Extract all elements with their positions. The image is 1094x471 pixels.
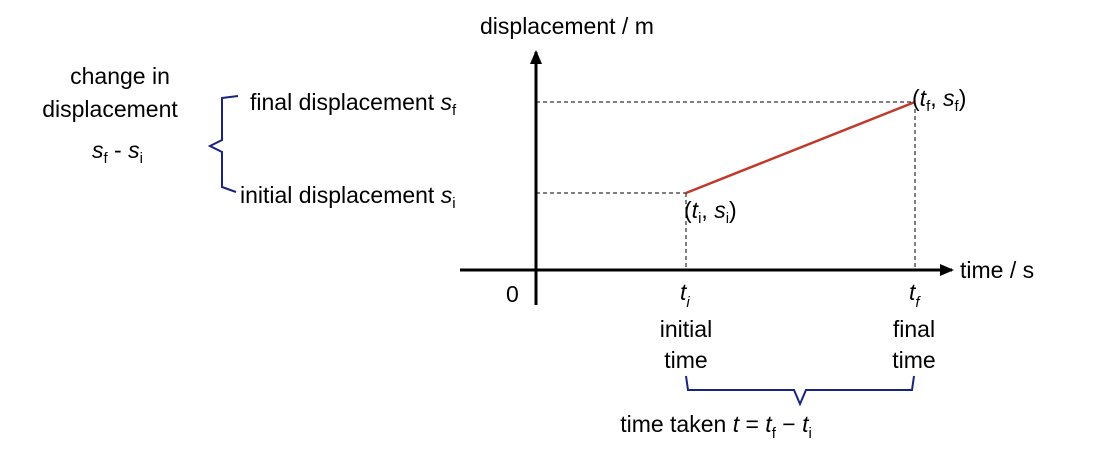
initial-displacement-label: initial displacement si: [240, 182, 456, 212]
tick-initial-time-line1: initial: [660, 316, 712, 342]
final-displacement-label: final displacement sf: [250, 89, 457, 119]
change-label-line1: change in: [70, 63, 170, 89]
tick-final-time-line1: final: [893, 316, 935, 342]
tick-initial-time-line2: time: [664, 347, 707, 373]
tick-initial-time-symbol: ti: [680, 279, 690, 311]
time-taken-label: time taken t = tf − ti: [620, 411, 812, 442]
origin-label: 0: [506, 281, 519, 307]
displacement-line: [685, 100, 916, 195]
initial-point-label: (ti, si): [684, 197, 737, 227]
tick-final-time-symbol: tf: [909, 279, 921, 311]
x-axis-label: time / s: [960, 257, 1034, 283]
change-expression: sf - si: [92, 137, 143, 167]
tick-final-time-line2: time: [892, 347, 935, 373]
time-taken-brace: [685, 375, 915, 407]
change-label-line2: displacement: [42, 96, 178, 122]
change-brace: [207, 95, 239, 193]
y-axis-label: displacement / m: [480, 13, 654, 39]
final-point-label: (tf, sf): [912, 85, 966, 115]
